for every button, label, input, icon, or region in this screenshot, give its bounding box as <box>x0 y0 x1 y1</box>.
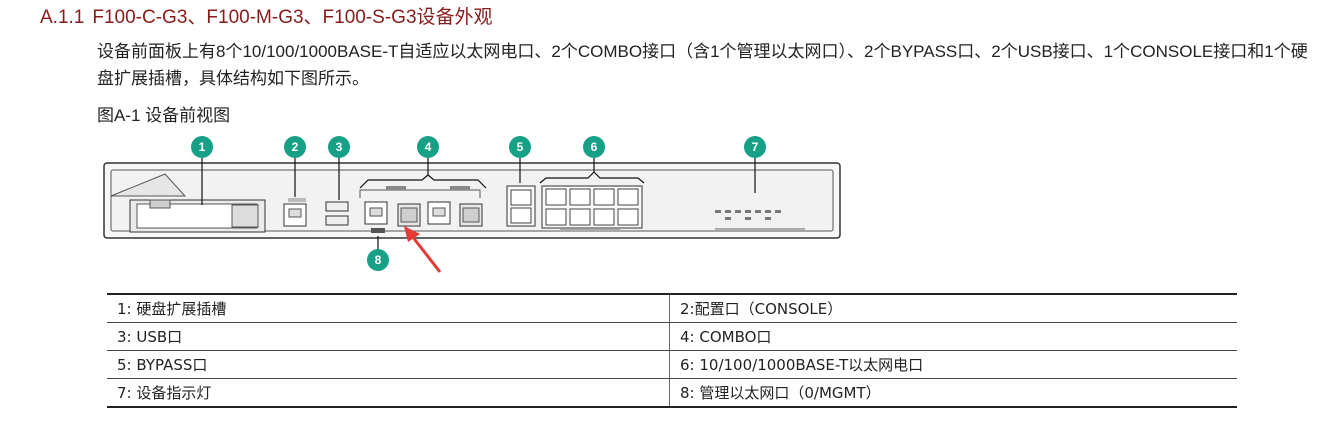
table-row: 5: BYPASS口 6: 10/100/1000BASE-T以太网电口 <box>107 350 1237 379</box>
console-port-inner <box>288 208 302 218</box>
indicator-leds <box>715 210 805 230</box>
callout-8 <box>367 249 389 271</box>
callout-7 <box>744 136 766 158</box>
combo-sfp-2 <box>459 203 483 227</box>
legend-cell: 6: 10/100/1000BASE-T以太网电口 <box>669 350 1237 379</box>
combo-copper-1 <box>364 201 388 225</box>
combo-copper-2 <box>427 201 451 225</box>
combo-label-1 <box>386 186 406 190</box>
table-row: 1: 硬盘扩展插槽 2:配置口（CONSOLE） <box>107 293 1237 323</box>
console-label-strip <box>288 198 306 202</box>
usb-port-2 <box>325 215 349 226</box>
ethernet-port-grid <box>541 185 643 232</box>
callout-1 <box>191 136 213 158</box>
section-heading: A.1.1 F100-C-G3、F100-M-G3、F100-S-G3设备外观 <box>40 2 493 29</box>
chassis-outline <box>103 162 841 239</box>
combo-sfp-1-inner <box>400 207 418 223</box>
combo-label-2 <box>450 186 470 190</box>
callout-label-7: 7 <box>752 140 759 154</box>
bypass-port-2 <box>510 207 532 224</box>
drive-bevel <box>110 173 187 197</box>
callout-3 <box>328 136 350 158</box>
combo-sfp-2-inner <box>462 207 480 223</box>
callout-label-1: 1 <box>199 140 206 154</box>
callout-label-5: 5 <box>517 140 524 154</box>
callout-markers: 1 2 3 4 5 6 7 8 <box>191 136 766 271</box>
legend-table: 1: 硬盘扩展插槽 2:配置口（CONSOLE） 3: USB口 4: COMB… <box>107 293 1237 408</box>
table-row: 7: 设备指示灯 8: 管理以太网口（0/MGMT） <box>107 378 1237 408</box>
callout-label-8: 8 <box>375 253 382 267</box>
combo-copper-1-inner <box>369 207 383 217</box>
section-title: F100-C-G3、F100-M-G3、F100-S-G3设备外观 <box>92 7 493 28</box>
mgmt-label <box>371 228 385 233</box>
bypass-port-1 <box>510 189 532 206</box>
table-row: 3: USB口 4: COMBO口 <box>107 322 1237 351</box>
drive-slot <box>129 199 266 233</box>
callout-label-3: 3 <box>336 140 343 154</box>
legend-cell: 5: BYPASS口 <box>107 350 670 379</box>
callout-label-6: 6 <box>591 140 598 154</box>
legend-cell: 1: 硬盘扩展插槽 <box>107 293 670 323</box>
legend-cell: 3: USB口 <box>107 322 670 351</box>
bypass-block <box>506 185 536 227</box>
usb-port-1 <box>325 201 349 212</box>
drive-handle <box>231 204 259 228</box>
callout-label-4: 4 <box>425 140 432 154</box>
callout-label-2: 2 <box>292 140 299 154</box>
combo-bracket <box>359 189 481 198</box>
legend-cell: 2:配置口（CONSOLE） <box>669 293 1237 323</box>
callout-4 <box>417 136 439 158</box>
chassis-face <box>110 169 834 232</box>
console-port <box>283 203 307 227</box>
description-paragraph: 设备前面板上有8个10/100/1000BASE-T自适应以太网电口、2个COM… <box>97 42 1308 88</box>
legend-cell: 4: COMBO口 <box>669 322 1237 351</box>
combo-copper-2-inner <box>432 207 446 217</box>
callout-5 <box>509 136 531 158</box>
section-number: A.1.1 <box>40 7 85 28</box>
drive-latch <box>149 199 171 209</box>
callout-leaders <box>201 158 756 250</box>
callout-2 <box>284 136 306 158</box>
red-arrow-figure <box>404 226 442 273</box>
callout-6 <box>583 136 605 158</box>
figure-caption: 图A-1 设备前视图 <box>97 106 231 125</box>
legend-cell: 8: 管理以太网口（0/MGMT） <box>669 378 1237 408</box>
legend-cell: 7: 设备指示灯 <box>107 378 670 408</box>
combo-sfp-1 <box>397 203 421 227</box>
drive-slot-cover <box>136 203 258 229</box>
